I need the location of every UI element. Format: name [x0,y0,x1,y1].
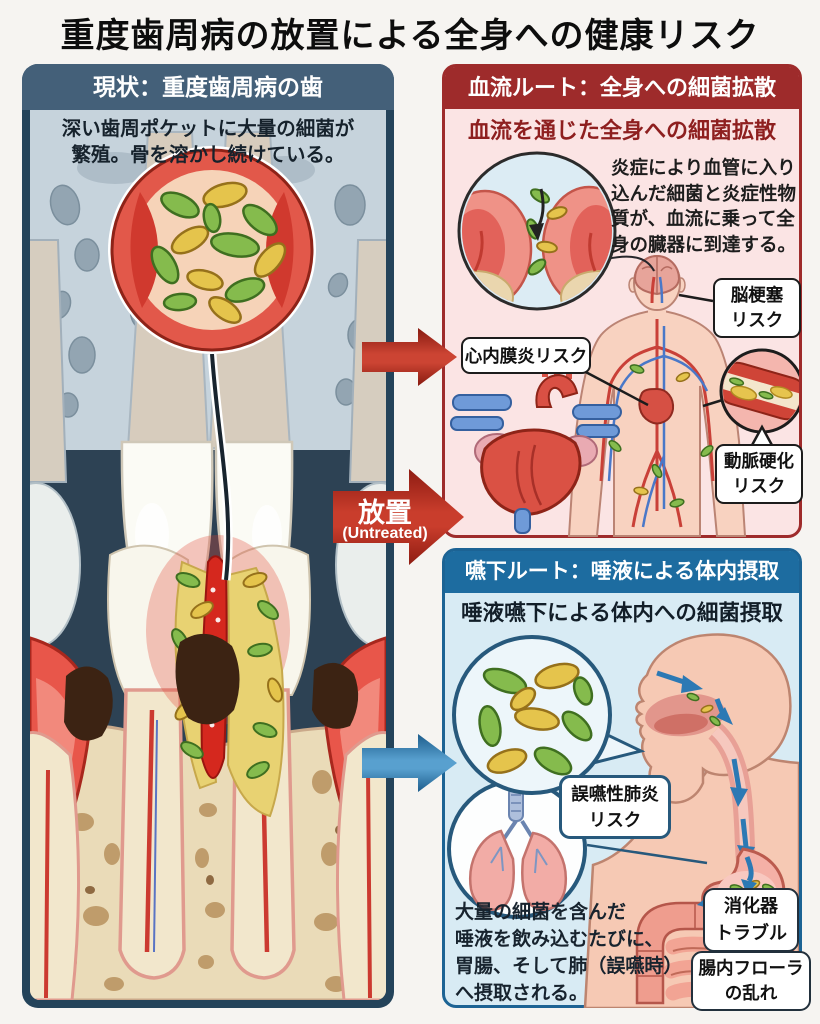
bloodstream-illustration [450,151,799,537]
blood-description-line: 込んだ細菌と炎症性物 [611,182,797,204]
endocarditis-pointer-line [579,367,649,407]
page-title: 重度歯周病の放置による全身への健康リスク [60,17,760,55]
bacteria-magnifier [108,146,316,354]
human-body-vessels [567,255,747,537]
aspiration-risk-line: 誤嚥性肺炎 [571,784,659,804]
gut-flora-disruption-label: 腸内フローラ の乱れ [691,951,811,1011]
brain-risk-line: リスク [730,310,784,330]
swallow-description-line: 唾液を飲み込むたびに、 [455,929,664,950]
digestive-trouble-label: 消化器 トラブル [703,888,799,952]
red-arrow-icon [333,469,464,565]
left-description-line: 深い歯周ポケットに大量の細菌が [61,118,355,140]
artery-risk-line: リスク [732,476,786,496]
aspiration-risk-line: リスク [588,810,642,830]
gut-flora-line: の乱れ [724,983,778,1003]
blood-description-line: 炎症により血管に入り [611,157,796,178]
artery-plaque-circle [719,348,799,449]
arrow-to-bloodstream [362,327,458,387]
circle-to-head-line [606,255,655,272]
lungs-pointer-line [586,843,708,865]
untreated-label-ja: 放置 [358,498,412,528]
lower-teeth [30,544,386,1000]
lungs-circle [447,779,587,919]
swallow-panel: 嚥下ルート：唾液による体内摂取 唾液嚥下による体内への細菌摂取 [442,548,811,1011]
bloodstream-subtitle: 血流を通じた全身への細菌拡散 [467,118,776,143]
arrow-to-swallow [362,733,458,793]
left-description-line: 繁殖。骨を溶かし続けている。 [71,144,345,166]
blue-arrow-icon [362,734,457,792]
bloodstream-description: 炎症により血管に入り 込んだ細菌と炎症性物 質が、血流に乗って全 身の臓器に到達… [611,155,801,257]
bloodstream-panel: 血流ルート：全身への細菌拡散 血流を通じた全身への細菌拡散 [442,64,803,538]
blood-description-line: 質が、血流に乗って全 [611,208,795,229]
left-panel-description: 深い歯周ポケットに大量の細菌が 繁殖。骨を溶かし続けている。 [53,116,363,168]
gum-bloodvessel-circle [457,151,617,311]
digestive-trouble-line: 消化器 [724,896,778,916]
endocarditis-risk-label: 心内膜炎リスク [461,337,591,374]
swallow-panel-header: 嚥下ルート：唾液による体内摂取 [445,551,799,593]
magnifier-pointer [207,353,233,581]
gut-flora-line: 腸内フローラ [698,958,804,978]
red-arrow-icon [362,328,457,386]
bloodstream-panel-header: 血流ルート：全身への細菌拡散 [445,67,799,109]
brain-pointer-line [678,293,714,303]
bone-decay-spots [64,633,359,741]
swallow-description: 大量の細菌を含んだ 唾液を飲み込むたびに、 胃腸、そして肺（誤嚥時） へ摂取され… [455,899,693,1007]
arteriosclerosis-risk-label: 動脈硬化 リスク [715,444,803,504]
swallow-description-line: 胃腸、そして肺（誤嚥時） [455,956,683,977]
blood-description-line: 身の臓器に到達する。 [611,233,797,255]
digestive-trouble-line: トラブル [715,923,787,943]
heart-illustration [450,357,622,534]
swallow-description-line: 大量の細菌を含んだ [455,902,627,923]
bacteria-circle [452,635,646,795]
brain-risk-line: 脳梗塞 [730,285,784,305]
brain-infarction-risk-label: 脳梗塞 リスク [713,278,801,338]
endocarditis-risk-text: 心内膜炎リスク [464,346,588,366]
untreated-label-en: (Untreated) [342,525,428,542]
left-panel-header: 現状：重度歯周病の歯 [22,64,394,110]
aspiration-pneumonia-risk-label: 誤嚥性肺炎 リスク [559,775,671,839]
swallow-description-line: へ摂取される。 [455,983,589,1004]
artery-risk-line: 動脈硬化 [724,451,794,471]
swallow-subtitle: 唾液嚥下による体内への細菌摂取 [461,601,783,625]
untreated-arrow: 放置 (Untreated) [333,461,465,573]
